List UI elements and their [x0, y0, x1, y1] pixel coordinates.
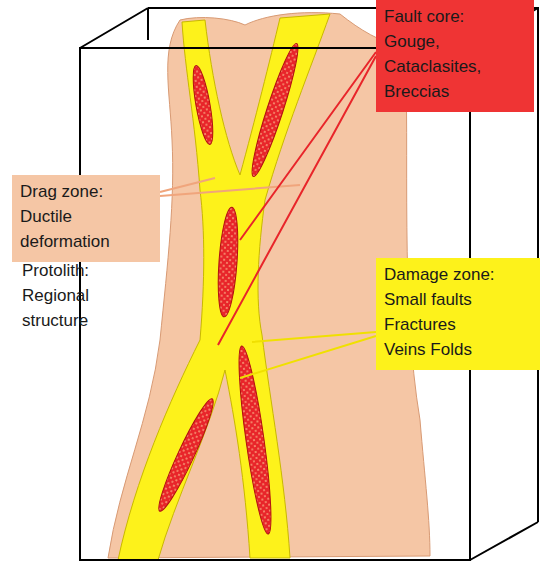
- fault-core-lenses: [153, 41, 305, 535]
- zone-heading: Fault core:: [384, 4, 526, 29]
- zone-heading: Damage zone:: [384, 262, 532, 287]
- damage-zone-box: Damage zone:Small faults Fractures Veins…: [376, 258, 540, 370]
- zone-description: Small faults Fractures Veins Folds: [384, 287, 479, 362]
- leader-lines: [160, 52, 376, 378]
- zone-heading: Drag zone:: [20, 179, 152, 204]
- fault-core-box: Fault core:Gouge, Cataclasites, Breccias: [376, 0, 534, 112]
- protolith-label: Protolith: Regional structure: [22, 258, 118, 333]
- zone-description: Ductile deformation: [20, 204, 152, 254]
- zone-description: Gouge, Cataclasites, Breccias: [384, 29, 526, 104]
- damage-zone-band: [118, 14, 330, 560]
- drag-zone-box: Drag zone:Ductile deformation: [12, 175, 160, 262]
